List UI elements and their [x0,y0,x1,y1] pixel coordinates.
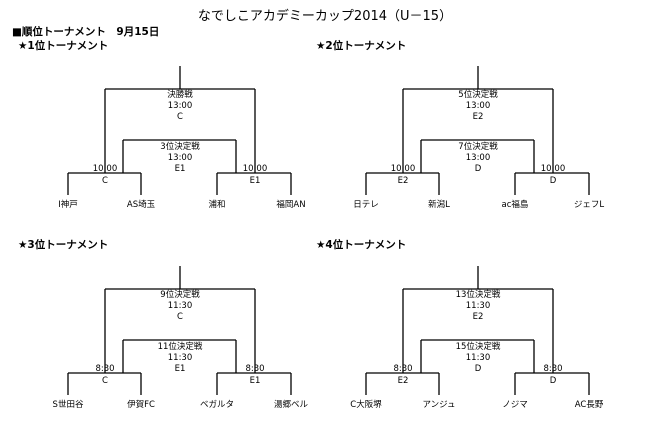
bracket-3-final-name: 9位決定戦 [160,289,200,300]
bracket-4-team-3-name: ノジマ [502,400,528,410]
bracket-1-team-4-name: 福岡AN [276,199,305,210]
bracket-1-team-2-name: AS埼玉 [127,199,156,210]
bracket-1-team-3-name: 浦和 [208,199,225,210]
bracket-3-third-time: 11:30 [168,353,193,363]
bracket-3-final-time: 11:30 [168,301,193,311]
bracket-3-team-1-name: S世田谷 [53,399,84,410]
bracket-3-semi-left-time: 8:30 [95,364,114,374]
bracket-1-semi-left-time: 10:00 [93,164,118,174]
bracket-1-third-court: E1 [175,164,186,174]
bracket-2-semi-right-time: 10:00 [541,164,566,174]
bracket-3-team-2-name: 伊賀FC [127,399,155,410]
bracket-2-third-court: D [475,164,482,174]
bracket-1-semi-right-time: 10:00 [243,164,268,174]
bracket-2-final-court: E2 [473,112,484,122]
bracket-4-final-court: E2 [473,312,484,322]
bracket-2-team-1-name: 日テレ [353,200,379,210]
bracket-1-final-name: 決勝戦 [167,89,193,100]
bracket-4-third-time: 11:30 [466,353,491,363]
bracket-4-team-4-name: AC長野 [575,400,604,410]
bracket-3-label: ★3位トーナメント [18,239,109,251]
bracket-2-team-2-name: 新潟L [428,199,450,210]
bracket-1-final-court: C [177,112,183,122]
bracket-2-team-4-name: ジェフL [574,200,605,210]
bracket-4-third-court: D [475,364,482,374]
bracket-2-final-name: 5位決定戦 [458,89,498,100]
bracket-1-semi-right-court: E1 [250,176,261,186]
bracket-2-semi-right-court: D [550,176,557,186]
bracket-4-team-2-name: アンジュ [422,400,455,410]
bracket-1-label: ★1位トーナメント [18,40,109,52]
bracket-3-team-4-name: 湯郷ベル [274,399,309,410]
bracket-4-semi-left-court: E2 [398,376,409,386]
bracket-2-semi-left-time: 10:00 [391,164,416,174]
schedule-subtitle: ■順位トーナメント 9月15日 [12,26,160,38]
bracket-3-semi-right-court: E1 [250,376,261,386]
bracket-1-semi-left-court: C [102,176,108,186]
bracket-2-third-time: 13:00 [466,153,491,163]
bracket-1-third-time: 13:00 [168,153,193,163]
bracket-1-third-name: 3位決定戦 [160,141,200,152]
bracket-1-team-1-name: I神戸 [58,199,78,210]
bracket-3-team-3-name: ベガルタ [200,399,234,410]
bracket-4-label: ★4位トーナメント [316,239,407,251]
bracket-3-semi-right-time: 8:30 [245,364,264,374]
bracket-2-third-name: 7位決定戦 [458,141,498,152]
bracket-2-team-3-name: ac福島 [502,199,529,210]
bracket-4-semi-left-time: 8:30 [393,364,412,374]
bracket-1-final-time: 13:00 [168,101,193,111]
bracket-4-final-time: 11:30 [466,301,491,311]
bracket-4-final-name: 13位決定戦 [456,289,501,300]
page-title: なでしこアカデミーカップ2014（U－15） [197,9,453,24]
bracket-3-final-court: C [177,312,183,322]
bracket-4-third-name: 15位決定戦 [456,341,501,352]
bracket-4-team-1-name: C大阪堺 [350,399,382,410]
bracket-3-third-name: 11位決定戦 [158,341,203,352]
bracket-4-semi-right-court: D [550,376,557,386]
bracket-3-third-court: E1 [175,364,186,374]
bracket-3-semi-left-court: C [102,376,108,386]
bracket-4-semi-right-time: 8:30 [543,364,562,374]
bracket-2-label: ★2位トーナメント [316,40,407,52]
bracket-2-final-time: 13:00 [466,101,491,111]
bracket-2-semi-left-court: E2 [398,176,409,186]
